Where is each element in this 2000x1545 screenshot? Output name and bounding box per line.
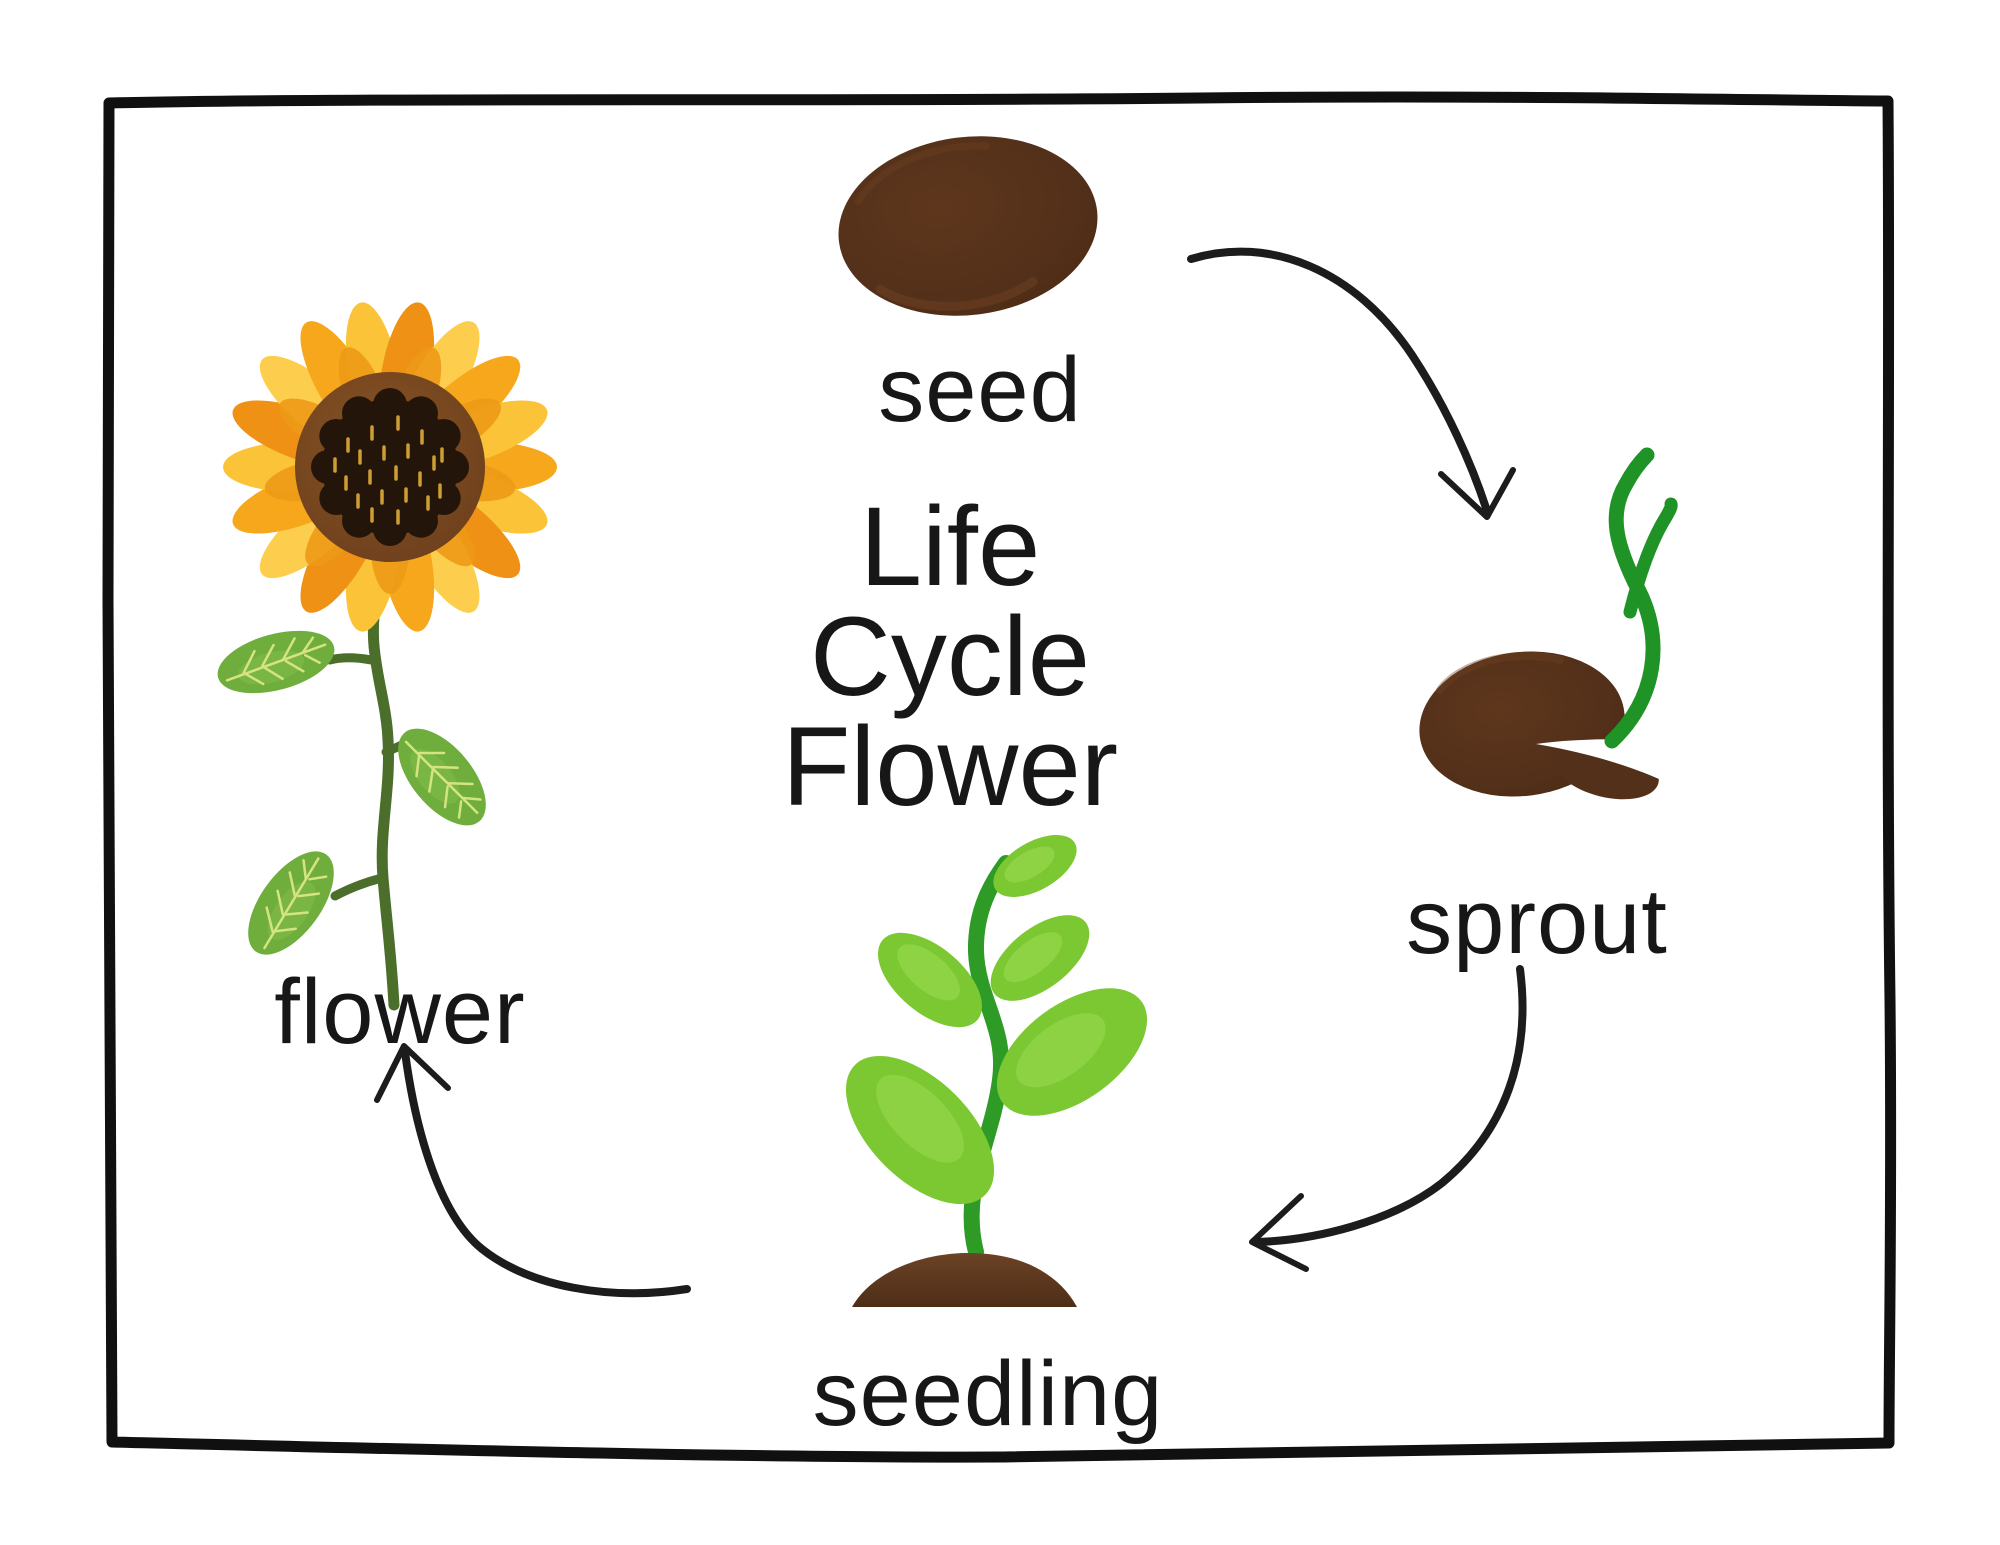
arrow-seedling-to-flower [374, 1043, 691, 1298]
flower-illustration [217, 302, 557, 1011]
label-sprout: sprout [1406, 871, 1668, 973]
soil-mound [852, 1252, 1077, 1307]
frame-border [102, 91, 1897, 1463]
flower-leaf-upper-left [217, 630, 335, 694]
title-line-1: Life [859, 484, 1041, 609]
arrowhead-icon [1438, 467, 1516, 520]
seed-illustration [838, 136, 1098, 316]
flower-leaf-right [398, 728, 486, 826]
sprout-illustration [1419, 447, 1692, 800]
flower-leaf-lower-left [248, 851, 334, 955]
disc-seeds [333, 415, 444, 525]
title-line-3: Flower [781, 704, 1119, 829]
sprout-seed [1419, 651, 1692, 800]
arrow-shaft [1254, 965, 1527, 1246]
title-line-2: Cycle [809, 594, 1091, 719]
flower-stem [325, 586, 417, 1011]
sprout-shoots [1604, 447, 1678, 749]
arrow-shaft [401, 1048, 691, 1298]
sunflower-disc [295, 372, 485, 562]
arrow-seed-to-sprout [1187, 247, 1516, 520]
arrowhead-icon [374, 1043, 451, 1103]
label-seed: seed [878, 339, 1082, 441]
label-seedling: seedling [812, 1343, 1164, 1445]
label-flower: flower [274, 961, 526, 1063]
seedling-illustration [845, 835, 1148, 1307]
arrow-sprout-to-seedling [1249, 965, 1527, 1272]
arrowhead-icon [1249, 1193, 1309, 1272]
arrow-shaft [1187, 247, 1490, 512]
seedling-leaves [845, 835, 1148, 1205]
sunflower-head [223, 302, 557, 632]
page-title: Life Cycle Flower [781, 484, 1119, 829]
